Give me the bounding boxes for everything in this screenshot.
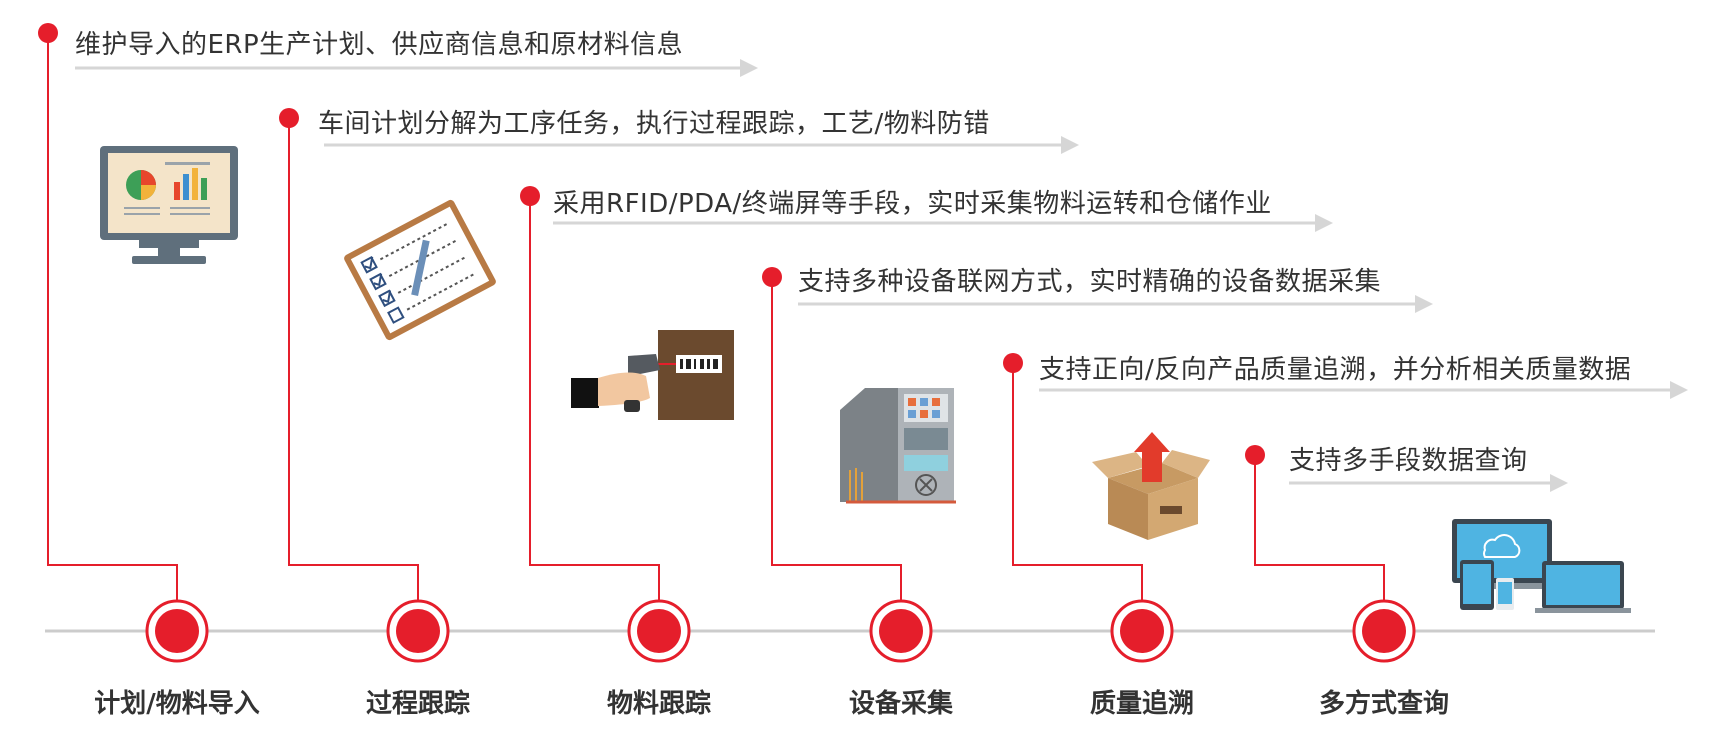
monitor-chart-icon — [100, 146, 238, 264]
step-4-connector — [771, 277, 902, 600]
step-6-description: 支持多手段数据查询 — [1289, 446, 1528, 476]
step-1-connector — [47, 33, 178, 600]
step-4-start-dot — [762, 267, 782, 287]
clipboard-checklist-icon — [344, 199, 496, 341]
machine-control-panel-icon — [840, 388, 956, 504]
step-3-connector — [529, 196, 660, 600]
step-5-start-dot — [1003, 353, 1023, 373]
step-3-label: 物料跟踪 — [606, 689, 712, 719]
step-2-node — [386, 599, 450, 663]
step-4-arrow — [798, 295, 1433, 313]
step-2-start-dot — [279, 108, 299, 128]
box-upload-icon — [1092, 432, 1210, 540]
step-3-start-dot — [520, 186, 540, 206]
step-6-arrow — [1289, 474, 1568, 492]
step-1-label: 计划/物料导入 — [94, 689, 260, 719]
step-6-connector — [1254, 455, 1385, 600]
step-2-label: 过程跟踪 — [365, 689, 471, 719]
barcode-scanner-icon — [571, 330, 734, 420]
step-1-arrow — [75, 59, 758, 77]
step-5-label: 质量追溯 — [1089, 689, 1195, 719]
devices-cloud-icon — [1452, 519, 1631, 613]
step-3-arrow — [553, 214, 1333, 232]
step-1-node — [145, 599, 209, 663]
step-5-arrow — [1039, 381, 1688, 399]
step-5-connector — [1012, 363, 1143, 600]
step-5-node — [1110, 599, 1174, 663]
step-2-description: 车间计划分解为工序任务，执行过程跟踪，工艺/物料防错 — [318, 109, 990, 139]
step-6-node — [1352, 599, 1416, 663]
step-6-start-dot — [1245, 445, 1265, 465]
step-3-description: 采用RFID/PDA/终端屏等手段，实时采集物料运转和仓储作业 — [553, 189, 1272, 219]
step-1-start-dot — [38, 23, 58, 43]
step-2-arrow — [324, 136, 1079, 154]
step-1-description: 维护导入的ERP生产计划、供应商信息和原材料信息 — [75, 30, 684, 60]
step-2-connector — [288, 118, 419, 600]
step-3-node — [627, 599, 691, 663]
step-4-description: 支持多种设备联网方式，实时精确的设备数据采集 — [798, 267, 1382, 297]
step-4-node — [869, 599, 933, 663]
step-6-label: 多方式查询 — [1318, 689, 1450, 719]
step-4-label: 设备采集 — [848, 689, 954, 719]
step-5-description: 支持正向/反向产品质量追溯，并分析相关质量数据 — [1039, 355, 1632, 385]
